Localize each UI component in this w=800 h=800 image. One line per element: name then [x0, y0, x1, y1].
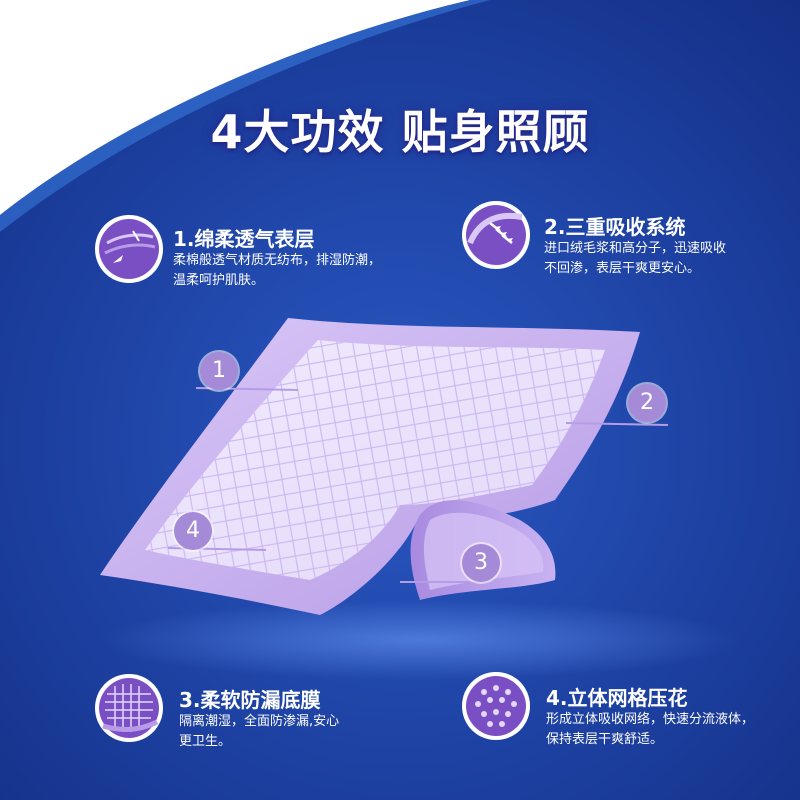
feature-3-desc-line1: 隔离潮湿，全面防渗漏,安心	[179, 714, 340, 729]
feature-1-title: 1.绵柔透气表层	[173, 227, 315, 251]
feature-4: 4.立体网格压花 形成立体吸收网络，快速分流液体， 保持表层干爽舒适。	[460, 670, 780, 750]
absorb-arrows-icon	[462, 201, 530, 269]
feature-2-desc-line1: 进口绒毛浆和高分子，迅速吸收	[544, 241, 727, 256]
feature-1-desc-line1: 柔棉般透气材质无纺布，排湿防潮，	[173, 253, 382, 268]
marker-4: 4	[174, 512, 212, 550]
feature-2-desc-line2: 不回渗，表层干爽更安心。	[544, 261, 701, 276]
fabric-layer-icon	[95, 215, 163, 283]
feature-2-title: 2.三重吸收系统	[544, 215, 686, 239]
feature-4-desc-line1: 形成立体吸收网络，快速分流液体，	[546, 712, 755, 727]
headline: 4大功效 贴身照顾	[210, 105, 590, 159]
feature-1-desc-line2: 温柔呵护肌肤。	[173, 273, 265, 288]
feature-2: 2.三重吸收系统 进口绒毛浆和高分子，迅速吸收 不回渗，表层干爽更安心。	[460, 199, 780, 279]
feature-3-title: 3.柔软防漏底膜	[179, 688, 321, 712]
grid-film-icon	[95, 674, 163, 742]
droplet-pattern-icon	[462, 672, 530, 740]
feature-3: 3.柔软防漏底膜 隔离潮湿，全面防渗漏,安心 更卫生。	[93, 672, 393, 752]
marker-1: 1	[200, 352, 238, 390]
feature-4-desc-line2: 保持表层干爽舒适。	[546, 732, 664, 747]
marker-2: 2	[628, 384, 666, 422]
feature-3-desc-line2: 更卫生。	[179, 734, 232, 749]
marker-3: 3	[462, 544, 500, 582]
feature-1: 1.绵柔透气表层 柔棉般透气材质无纺布，排湿防潮， 温柔呵护肌肤。	[93, 213, 413, 293]
feature-4-title: 4.立体网格压花	[546, 686, 688, 710]
